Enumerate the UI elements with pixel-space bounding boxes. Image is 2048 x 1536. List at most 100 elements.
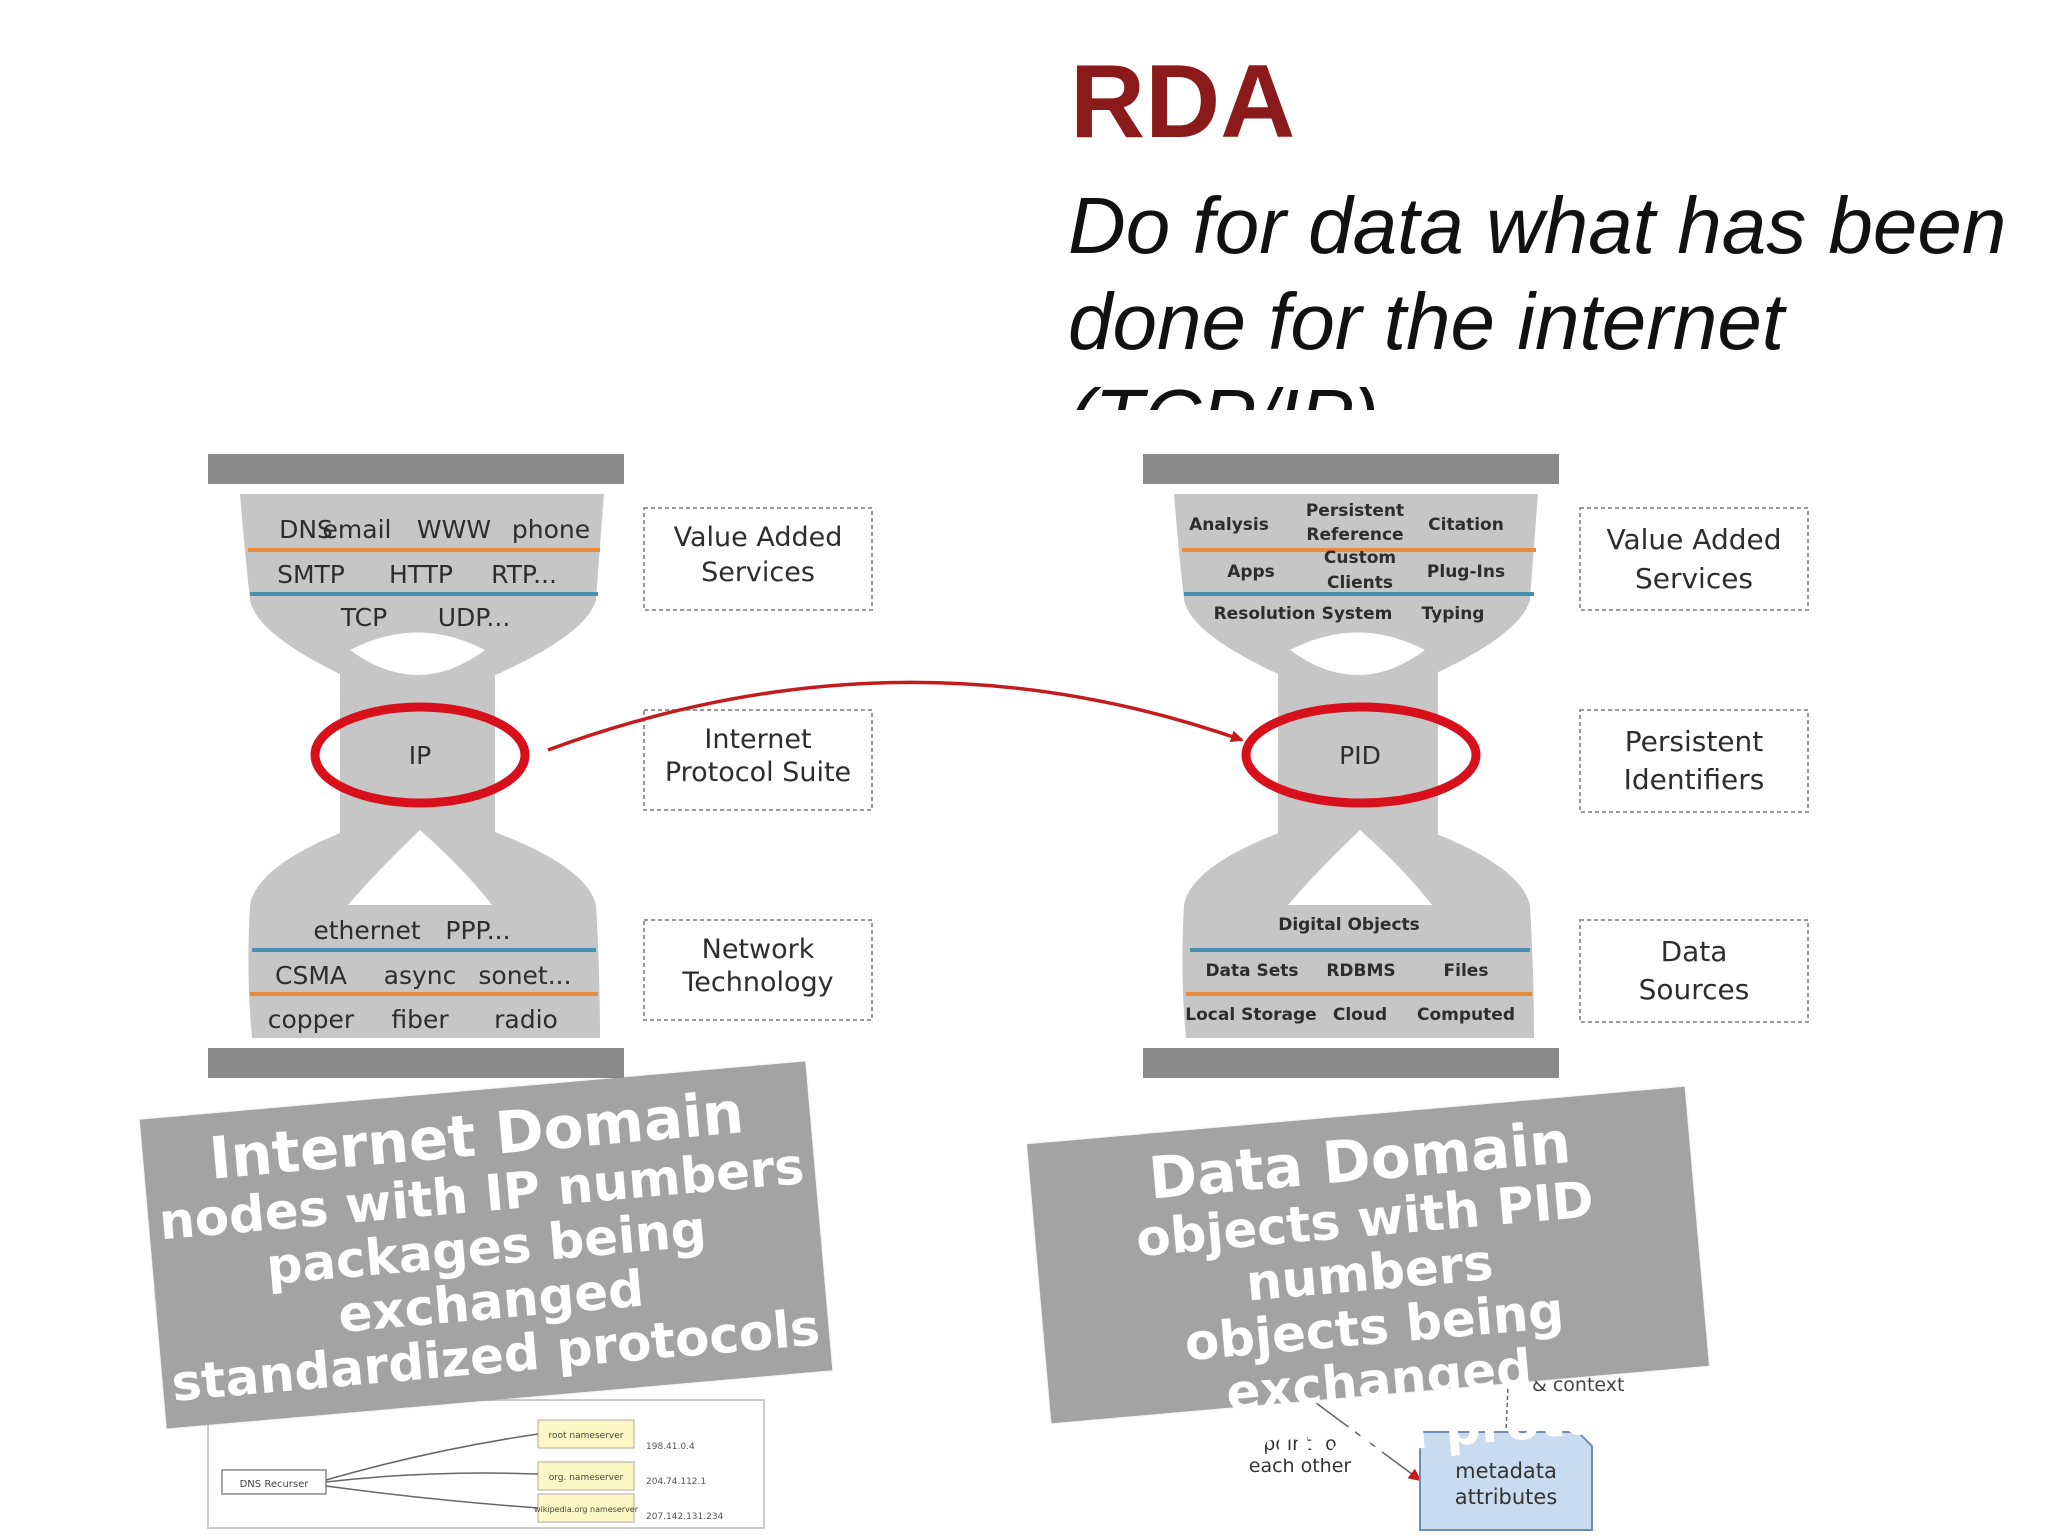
right-box-data-sources (1579, 919, 1809, 1023)
label-www: WWW (417, 515, 491, 544)
right-upper-notch (1290, 632, 1425, 675)
data-domain-callout: Data Domain objects with PID numbers obj… (1027, 1086, 1710, 1491)
dns-server-wikipedia-label: wikipedia.org nameserver (534, 1505, 639, 1514)
dns-query-lines (325, 1433, 539, 1509)
right-box-persistent-identifiers-line2: Identifiers (1624, 763, 1765, 796)
left-box-internet-protocol-line1: Internet (704, 724, 811, 755)
label-metadata-line2: attributes (1455, 1485, 1558, 1509)
label-smtp: SMTP (277, 560, 345, 589)
left-side-boxes: Value Added Services Internet Protocol S… (643, 507, 873, 1021)
label-rdbms: RDBMS (1326, 961, 1395, 981)
point-to-connector (1311, 1399, 1422, 1482)
right-lower-bar (1143, 1048, 1559, 1078)
right-box-data-sources-line1: Data (1661, 935, 1728, 968)
pid-highlight-ring (1241, 702, 1481, 808)
left-box-value-added (643, 507, 873, 611)
right-box-value-added-line1: Value Added (1607, 523, 1782, 556)
dns-server-wikipedia (537, 1493, 635, 1523)
left-box-internet-protocol (643, 709, 873, 811)
label-tcp: TCP (340, 603, 387, 632)
left-hourglass-bottom (248, 820, 600, 1038)
label-fiber: fiber (391, 1005, 449, 1034)
label-persistent: Persistent (1306, 501, 1404, 521)
label-computed: Computed (1417, 1005, 1515, 1025)
label-local-storage: Local Storage (1185, 1005, 1316, 1025)
label-udp: UDP... (438, 603, 511, 632)
left-lower-diagram: DNS Recurser root nameserver org. namese… (207, 1048, 765, 1529)
label-citation: Citation (1428, 515, 1504, 535)
label-reference: Reference (1306, 525, 1403, 545)
ip-to-pid-arrow (547, 680, 1244, 752)
left-box-internet-protocol-line2: Protocol Suite (665, 757, 851, 788)
label-metadata-line1: metadata (1455, 1459, 1557, 1483)
label-csma: CSMA (275, 961, 347, 990)
dns-ip-org: 204.74.112.1 (646, 1477, 706, 1487)
left-neck (340, 650, 495, 850)
right-box-data-sources-line2: Sources (1639, 973, 1750, 1006)
right-box-persistent-identifiers (1579, 709, 1809, 813)
label-context: & context (1532, 1374, 1624, 1396)
right-neck (1278, 650, 1438, 850)
label-clients: Clients (1327, 573, 1393, 593)
dns-recurser-box (221, 1469, 327, 1495)
label-custom: Custom (1324, 548, 1396, 568)
label-dns: DNS (279, 515, 333, 544)
metadata-box (1419, 1431, 1593, 1531)
page-subtitle: Do for data what has been done for the i… (1068, 181, 2007, 410)
left-box-value-added-line2: Services (701, 557, 815, 588)
right-top-bar (1143, 454, 1559, 484)
page-title: RDA (1070, 44, 1296, 160)
right-hourglass: Analysis Persistent Reference Citation A… (1143, 454, 1559, 1038)
left-lower-notch (348, 830, 492, 905)
dns-ip-root: 198.41.0.4 (646, 1442, 695, 1452)
label-analysis: Analysis (1189, 515, 1269, 535)
label-ip: IP (409, 741, 431, 770)
right-side-boxes: Value Added Services Persistent Identifi… (1579, 507, 1809, 1023)
label-point-to-line2: each other (1249, 1455, 1352, 1477)
label-plug-ins: Plug-Ins (1427, 562, 1505, 582)
label-email: email (323, 515, 392, 544)
label-apps: Apps (1227, 562, 1275, 582)
right-lower-notch (1288, 830, 1432, 905)
label-http: HTTP (389, 560, 453, 589)
left-box-network-technology (643, 919, 873, 1021)
dns-server-root-label: root nameserver (549, 1431, 624, 1441)
dns-recurser-label: DNS Recurser (240, 1479, 310, 1490)
left-upper-notch (350, 632, 485, 675)
label-cloud: Cloud (1333, 1005, 1387, 1025)
label-rtp: RTP... (491, 560, 557, 589)
dns-snippet-frame (207, 1399, 765, 1529)
left-box-network-technology-line2: Technology (681, 967, 833, 998)
right-box-persistent-identifiers-line1: Persistent (1625, 725, 1764, 758)
label-digital-objects: Digital Objects (1278, 915, 1420, 935)
left-hourglass: DNS email WWW phone SMTP HTTP RTP... TCP… (208, 454, 624, 1078)
label-phone: phone (512, 515, 590, 544)
left-top-bar (208, 454, 624, 484)
left-box-network-technology-line1: Network (702, 934, 815, 965)
right-box-value-added-line2: Services (1635, 562, 1753, 595)
right-box-value-added (1579, 507, 1809, 611)
label-point-to-line1: point to (1263, 1433, 1337, 1455)
dns-server-root (537, 1419, 635, 1449)
internet-domain-callout: Internet Domain nodes with IP numbers pa… (139, 1061, 833, 1429)
label-sonet: sonet... (478, 961, 571, 990)
left-box-value-added-line1: Value Added (674, 522, 843, 553)
label-files: Files (1444, 961, 1489, 981)
right-lower-diagram: & context point to each other metadata a… (1143, 1048, 1624, 1531)
label-async: async (384, 961, 457, 990)
label-ppp: PPP... (445, 916, 510, 945)
ip-highlight-ring (310, 702, 530, 808)
dns-server-org (537, 1461, 635, 1491)
label-data-sets: Data Sets (1205, 961, 1298, 981)
label-pid: PID (1339, 741, 1381, 770)
subtitle-clip: Do for data what has been done for the i… (1068, 178, 2048, 410)
label-resolution-system: Resolution System (1214, 604, 1393, 624)
label-ethernet: ethernet (313, 916, 420, 945)
right-hourglass-bottom (1182, 820, 1534, 1038)
dns-ip-wikipedia: 207.142.131.234 (646, 1512, 724, 1522)
label-typing: Typing (1422, 604, 1485, 624)
label-radio: radio (494, 1005, 558, 1034)
dns-server-org-label: org. nameserver (549, 1473, 624, 1483)
label-copper: copper (268, 1005, 355, 1034)
